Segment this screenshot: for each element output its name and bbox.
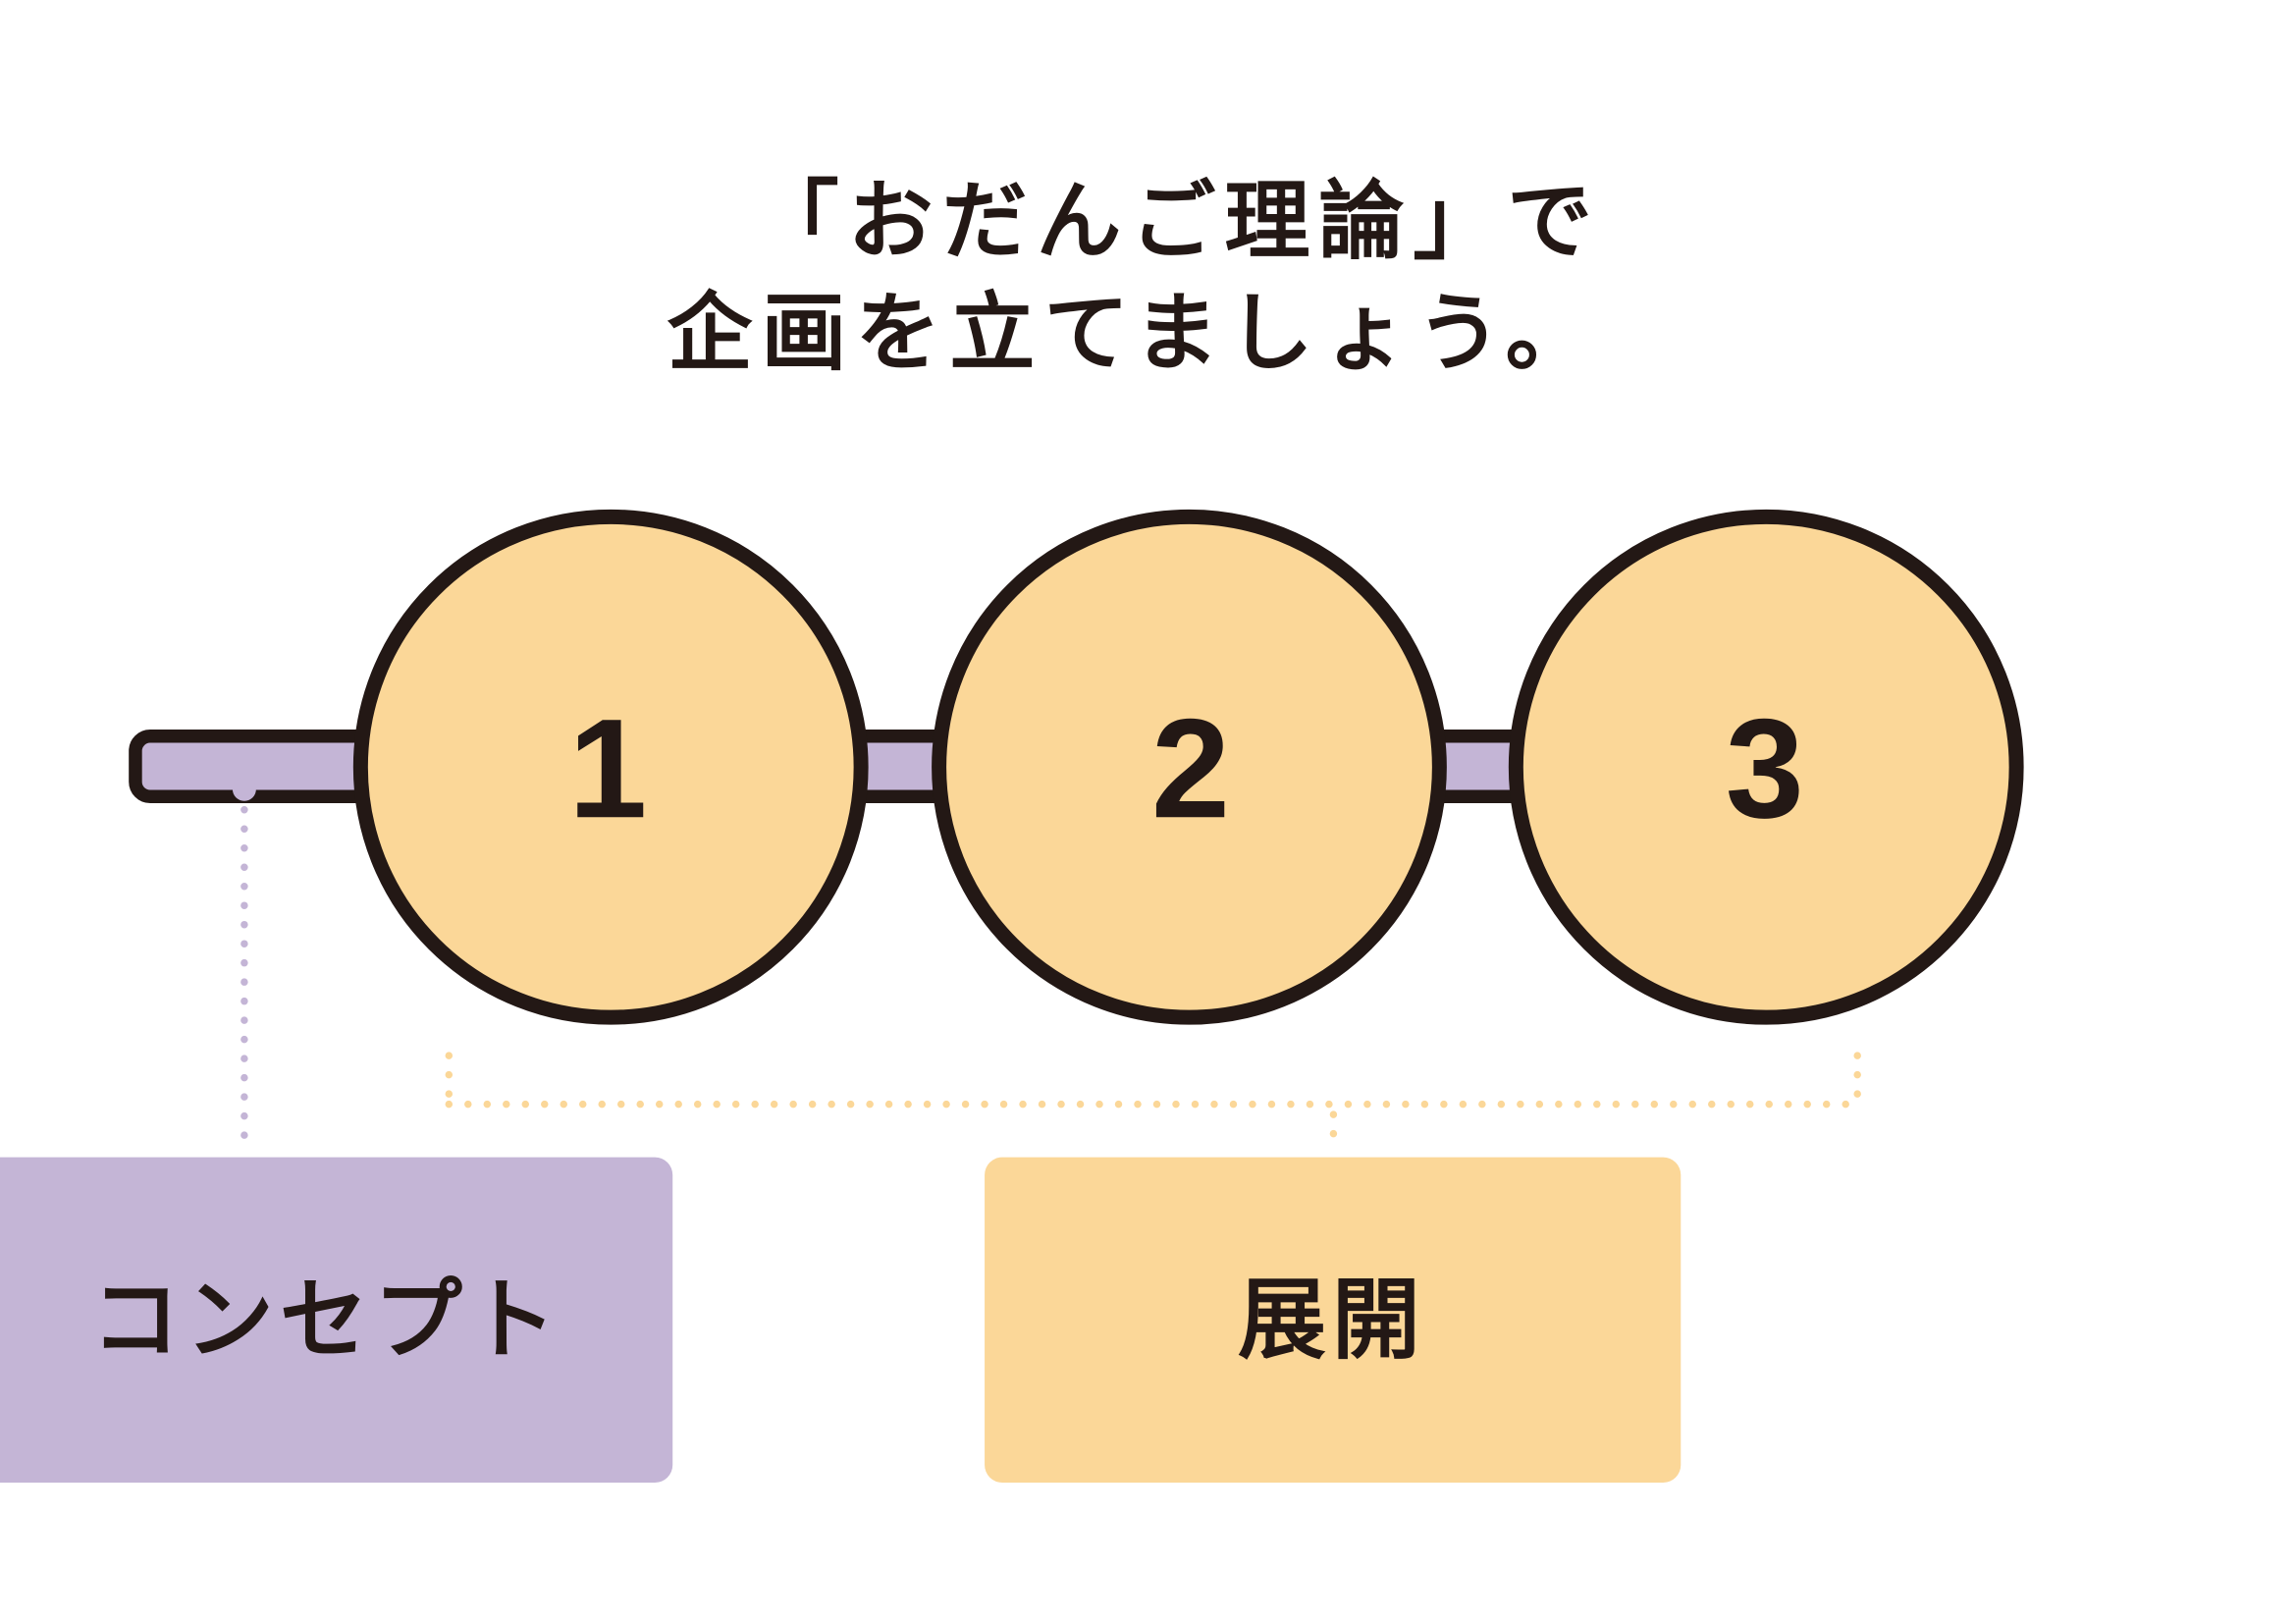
stick-connector-dot (232, 777, 256, 801)
dango-1: 1 (352, 509, 869, 1025)
dango-number-1: 1 (568, 689, 647, 847)
development-dotted-bracket (445, 1052, 1861, 1141)
dango-number-3: 3 (1726, 689, 1804, 847)
development-box: 展開 (985, 1157, 1682, 1483)
dango-3: 3 (1508, 509, 2024, 1025)
title-line-2: 企画を立てましょう。 (667, 283, 1600, 383)
title-line-1: 「おだんご理論」で (754, 171, 1602, 271)
development-label: 展開 (1238, 1269, 1426, 1372)
concept-box: コンセプト (0, 1157, 673, 1483)
dango-number-2: 2 (1151, 689, 1230, 847)
concept-label: コンセプト (91, 1269, 562, 1372)
dango-2: 2 (932, 509, 1447, 1025)
